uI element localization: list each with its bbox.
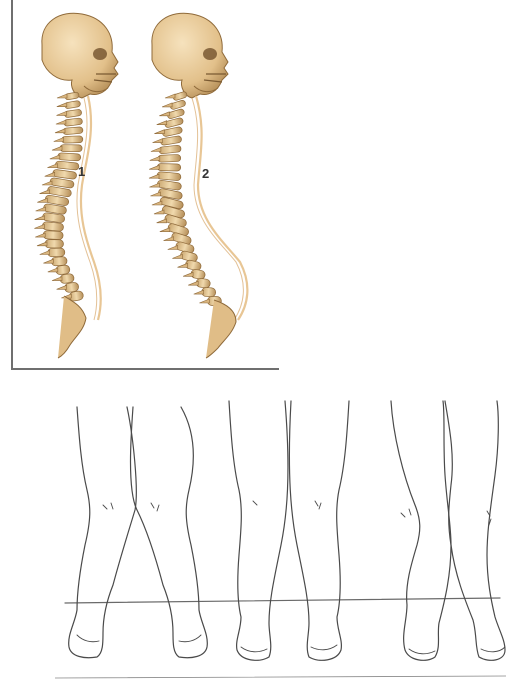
vertebra [157, 164, 181, 171]
ground-line [65, 598, 500, 603]
vertebra [159, 145, 182, 154]
figure-2-label: 2 [202, 166, 209, 181]
spinous-process [157, 121, 167, 125]
legs-svg [55, 395, 506, 679]
frame-left-border [11, 0, 13, 370]
spinous-process [54, 138, 64, 142]
spine-figure-kyphosis: 2 [149, 13, 247, 358]
leg-alignment-illustration-panel [55, 395, 506, 679]
spinous-process [165, 94, 175, 98]
spinous-process [40, 251, 50, 255]
spinous-process [37, 242, 47, 246]
spine-figure-normal: 1 [34, 13, 118, 358]
vertebra [58, 153, 81, 161]
vertebra [55, 161, 79, 170]
spinous-process [149, 174, 159, 178]
vertebral-column-2 [149, 91, 221, 306]
vertebra [64, 118, 83, 127]
spinous-process [57, 103, 67, 107]
spinous-process [40, 190, 50, 194]
spinous-process [151, 148, 161, 152]
spinous-process [159, 112, 169, 116]
right-leg-outline-1 [131, 407, 208, 658]
right-leg-outline-2 [289, 401, 349, 660]
spinous-process [172, 254, 182, 258]
spinous-process [150, 156, 160, 160]
vertebra [158, 154, 181, 162]
spine-svg: 1 2 [0, 0, 290, 375]
spinous-process [183, 272, 193, 276]
vertebra [164, 117, 184, 128]
spinous-process [154, 130, 164, 134]
vertebra [162, 126, 183, 137]
spinous-process [56, 120, 66, 124]
spinous-process [149, 183, 159, 187]
left-leg-outline-3 [391, 401, 451, 660]
spinous-process [152, 201, 162, 205]
spinous-process [36, 207, 46, 211]
spinous-process [160, 228, 170, 232]
spinous-process [57, 111, 67, 115]
spinous-process [164, 237, 174, 241]
spinous-process [35, 216, 45, 220]
spinous-process [50, 155, 60, 159]
spinous-process [199, 299, 209, 303]
spinous-process [194, 290, 204, 294]
vertebra [64, 109, 82, 118]
spinous-process [154, 210, 164, 214]
right-leg-outline-3 [445, 401, 505, 660]
spinous-process [35, 233, 45, 237]
spinous-process [188, 281, 198, 285]
spinous-process [47, 164, 57, 168]
spinous-process [162, 103, 172, 107]
spinous-process [34, 224, 44, 228]
knee-marks-1 [103, 503, 159, 511]
skull-1 [42, 13, 118, 98]
spinous-process [57, 94, 67, 98]
figure-1-label: 1 [78, 164, 85, 179]
vertebra [42, 221, 64, 231]
vertebra [157, 172, 181, 181]
vertebra [48, 248, 65, 257]
bottom-line [55, 676, 506, 678]
spinous-process [52, 277, 62, 281]
spinous-process [45, 172, 55, 176]
legs-pair-normal [229, 401, 349, 660]
skull-2 [152, 13, 228, 98]
spinous-process [42, 181, 52, 185]
vertebra [63, 127, 83, 135]
spinous-process [157, 219, 167, 223]
vertebra [45, 240, 64, 248]
legs-pair-knockknees [391, 401, 505, 660]
spine-illustration-panel: 1 2 [0, 0, 290, 375]
spinous-process [43, 259, 53, 263]
spinous-process [153, 139, 163, 143]
vertebra [43, 231, 63, 240]
spinous-process [150, 192, 160, 196]
spinous-process [57, 285, 67, 289]
vertebra [160, 136, 182, 146]
spinous-process [178, 263, 188, 267]
knee-marks-3 [401, 509, 491, 525]
vertebra [60, 145, 82, 152]
spinous-process [37, 198, 47, 202]
spinous-process [52, 146, 62, 150]
left-leg-outline-1 [69, 407, 137, 658]
legs-pair-bowlegs [69, 407, 208, 658]
left-leg-outline-2 [229, 401, 288, 660]
spinous-process [48, 268, 58, 272]
spinous-process [168, 246, 178, 250]
frame-bottom-border [11, 368, 279, 370]
spinous-process [55, 129, 65, 133]
vertebra [62, 136, 83, 143]
spinous-process [149, 165, 159, 169]
